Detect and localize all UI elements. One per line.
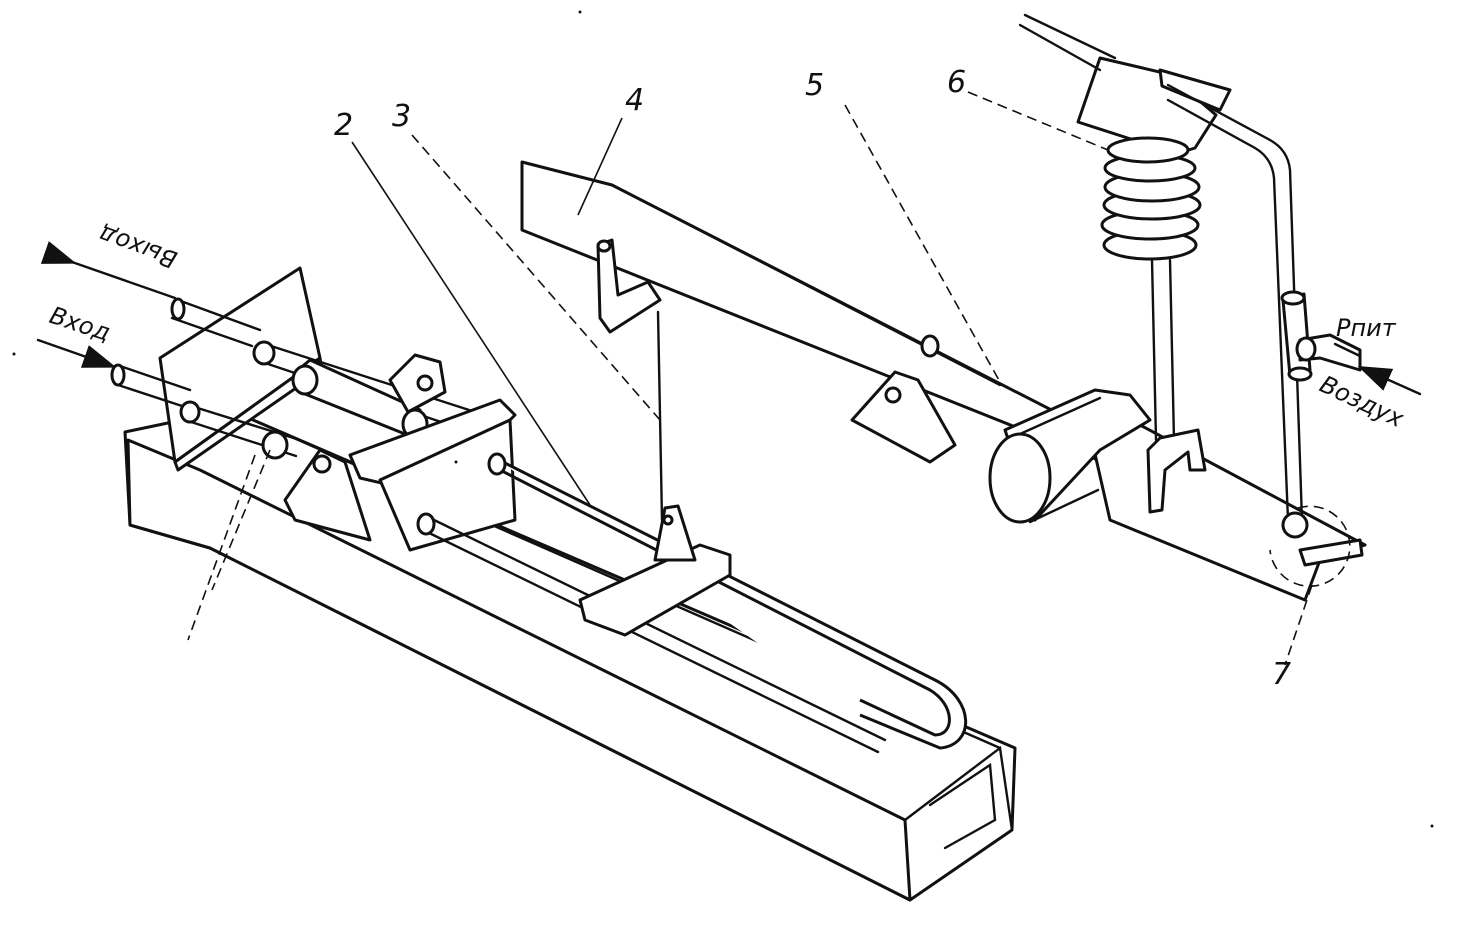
air-supply-pipe (1166, 83, 1362, 522)
callout-4: 4 (625, 83, 644, 118)
coil-spring (1018, 13, 1232, 514)
air-label: Воздух (1315, 370, 1408, 433)
callout-5: 5 (805, 68, 824, 103)
connecting-link (656, 310, 664, 522)
callout-2-leader (351, 141, 591, 506)
input-signal: Вход (36, 301, 117, 368)
tube-rods (416, 452, 968, 754)
callout-6: 6 (947, 65, 966, 100)
callout-3: 3 (392, 99, 411, 134)
supply-pressure-label: Рпит (1336, 314, 1397, 342)
supply-arrow (1357, 366, 1422, 396)
counterweight-cylinder (988, 388, 1152, 524)
callout-7-leader (1284, 584, 1313, 666)
slider-block (578, 504, 732, 637)
callout-1-leader (187, 454, 256, 641)
nozzle-detail (1269, 505, 1351, 666)
nozzle-beam (1088, 423, 1367, 602)
io-pipes (110, 297, 262, 408)
callout-6-leader (967, 91, 1109, 151)
input-arrow (36, 338, 117, 368)
lever-beam (520, 160, 1112, 464)
callout-4-leader (577, 117, 623, 216)
callout-5-leader (844, 104, 1001, 383)
output-label: Выход (95, 220, 181, 274)
callout-labels: 2 3 4 5 6 7 (334, 65, 1291, 692)
bellows-assembly (179, 340, 517, 641)
output-arrow (40, 241, 177, 300)
input-label: Вход (46, 301, 114, 347)
callout-2: 2 (334, 108, 353, 143)
output-signal: Выход (40, 220, 181, 300)
callout-7: 7 (1272, 657, 1291, 692)
callout-leaders (351, 91, 1109, 506)
